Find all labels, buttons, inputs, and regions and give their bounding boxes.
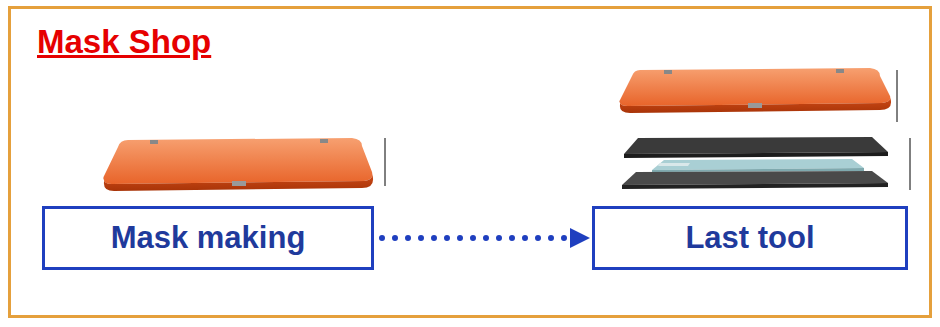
frame-title: Mask Shop	[37, 23, 211, 61]
divider-line	[910, 138, 911, 190]
box-label: Last tool	[685, 220, 814, 256]
box-label: Mask making	[111, 220, 306, 256]
reticle-pod	[104, 138, 373, 191]
divider-line	[897, 70, 898, 122]
reticle-pod	[620, 68, 891, 113]
dotted-arrow	[382, 228, 590, 248]
divider-line	[385, 138, 386, 186]
mask-shop-frame: Mask ShopMask making Last tool	[8, 6, 932, 318]
process-box: Last tool	[592, 206, 908, 270]
process-box: Mask making	[42, 206, 374, 270]
pod-exploded-stack	[622, 137, 888, 189]
